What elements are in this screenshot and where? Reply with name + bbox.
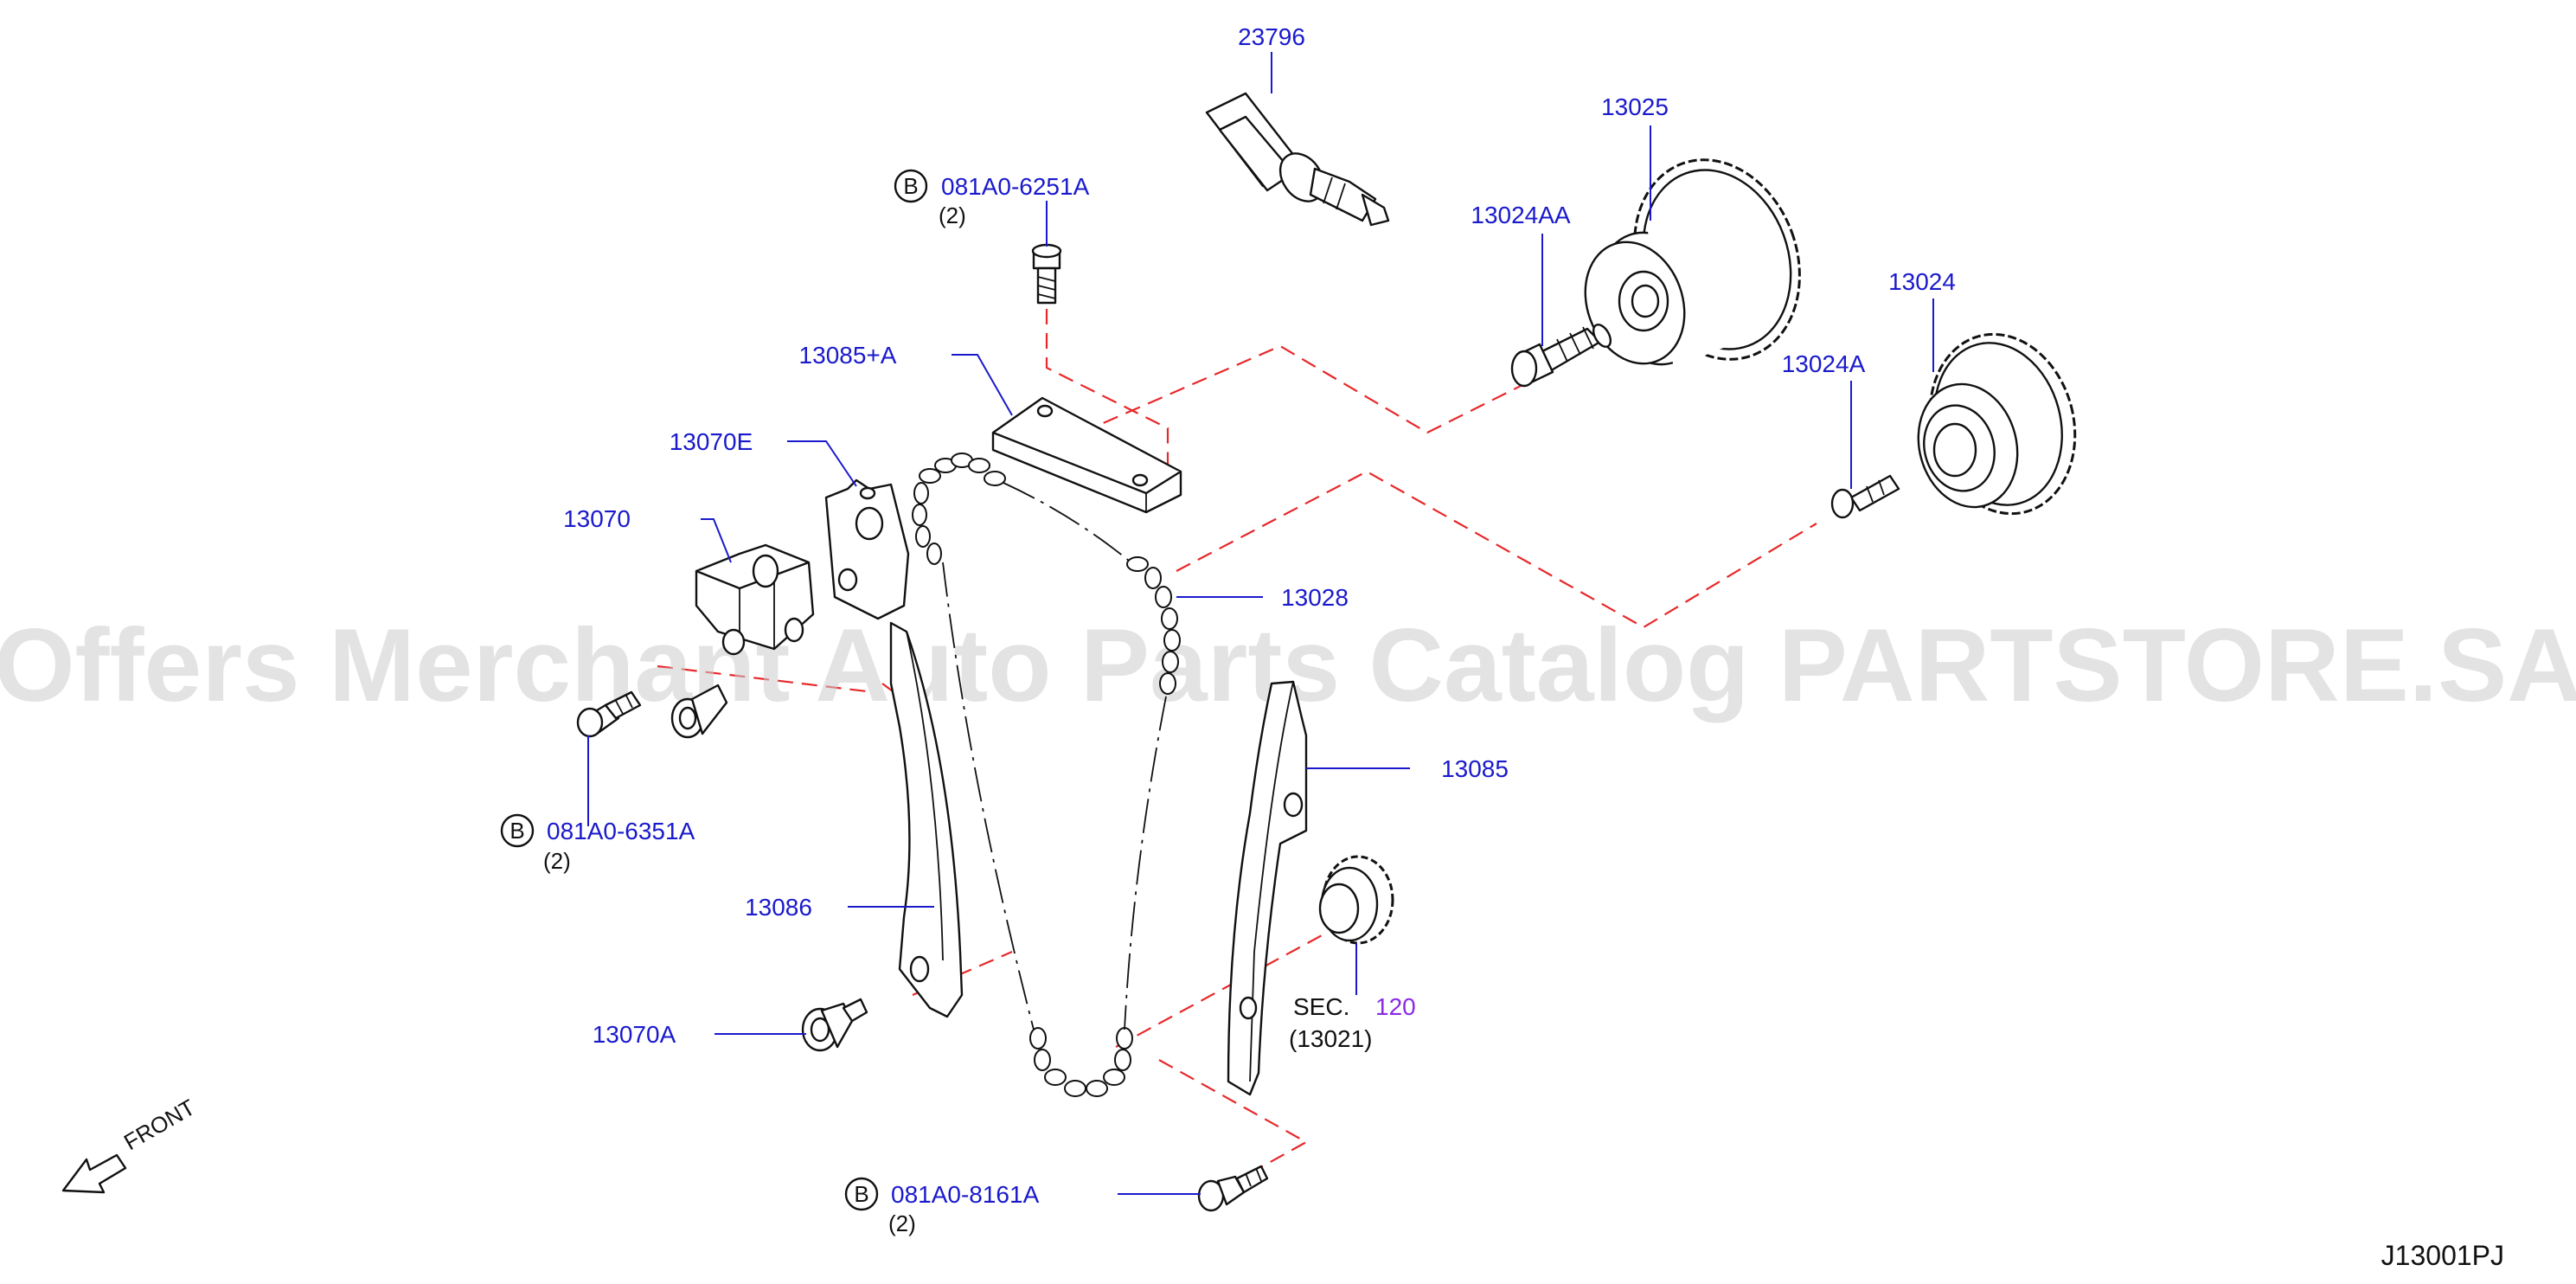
b-letter-top: B	[903, 173, 918, 199]
part-13028-timing-chain[interactable]	[912, 453, 1181, 1097]
qty-bolt-left: (2)	[543, 848, 571, 874]
sec-prefix: SEC.	[1293, 993, 1349, 1020]
label-13025[interactable]: 13025	[1601, 93, 1669, 120]
label-13024AA[interactable]: 13024AA	[1471, 202, 1571, 228]
leader-13085A	[952, 354, 1013, 416]
label-13070E[interactable]: 13070E	[670, 428, 753, 455]
qty-bolt-top: (2)	[939, 202, 966, 228]
sec-number[interactable]: 120	[1375, 993, 1416, 1020]
label-bolt-top[interactable]: 081A0-6251A	[941, 173, 1090, 200]
part-13070A-pivot-bolt[interactable]	[801, 998, 868, 1052]
part-13085-tension-guide[interactable]	[1227, 680, 1308, 1096]
b-letter-left: B	[509, 818, 524, 844]
bolt-top[interactable]	[1031, 243, 1062, 305]
label-bolt-left[interactable]: 081A0-6351A	[547, 818, 695, 844]
qty-bolt-bottom: (2)	[888, 1210, 916, 1236]
part-13024AA-bolt[interactable]	[1510, 322, 1614, 388]
b-marker-left	[500, 813, 535, 848]
leader-13070	[701, 518, 732, 563]
b-marker-top	[894, 169, 928, 203]
sec-sub: (13021)	[1289, 1025, 1373, 1052]
b-marker-bottom	[844, 1177, 879, 1211]
label-13070[interactable]: 13070	[563, 505, 631, 532]
bolt-bottom[interactable]	[1197, 1165, 1269, 1212]
chain-links-right	[1126, 556, 1181, 695]
bolt-left[interactable]	[576, 690, 642, 738]
part-13070-tensioner[interactable]	[695, 543, 815, 656]
label-13086[interactable]: 13086	[745, 894, 812, 921]
label-13024A[interactable]: 13024A	[1782, 350, 1866, 377]
label-23796[interactable]: 23796	[1238, 23, 1305, 50]
label-13070A[interactable]: 13070A	[593, 1021, 676, 1048]
label-13024[interactable]: 13024	[1888, 268, 1956, 295]
part-23796-solenoid[interactable]	[1205, 92, 1390, 227]
chain-links-bottom	[1029, 1027, 1133, 1097]
label-13085A[interactable]: 13085+A	[799, 342, 897, 369]
diagram-id: J13001PJ	[2381, 1240, 2504, 1271]
label-13028[interactable]: 13028	[1281, 584, 1349, 611]
label-13085[interactable]: 13085	[1441, 755, 1509, 782]
part-13070E-gasket[interactable]	[824, 478, 910, 620]
front-arrow-icon	[61, 1153, 127, 1194]
part-13024-cam-sprocket[interactable]	[1905, 318, 2094, 530]
chain-links-upper-left	[912, 453, 1006, 565]
front-label: FRONT	[119, 1094, 200, 1155]
crank-sprocket[interactable]	[1318, 855, 1394, 945]
tensioner-pin[interactable]	[670, 684, 728, 739]
part-13025-cam-sprocket[interactable]	[1569, 137, 1827, 383]
part-13085A-chain-guide[interactable]	[991, 396, 1182, 514]
part-13086-slack-guide[interactable]	[889, 621, 964, 1018]
label-bolt-bottom[interactable]: 081A0-8161A	[891, 1181, 1040, 1208]
b-letter-bottom: B	[854, 1181, 868, 1207]
leader-13070E	[787, 440, 857, 487]
part-13024A-bolt[interactable]	[1830, 474, 1900, 519]
